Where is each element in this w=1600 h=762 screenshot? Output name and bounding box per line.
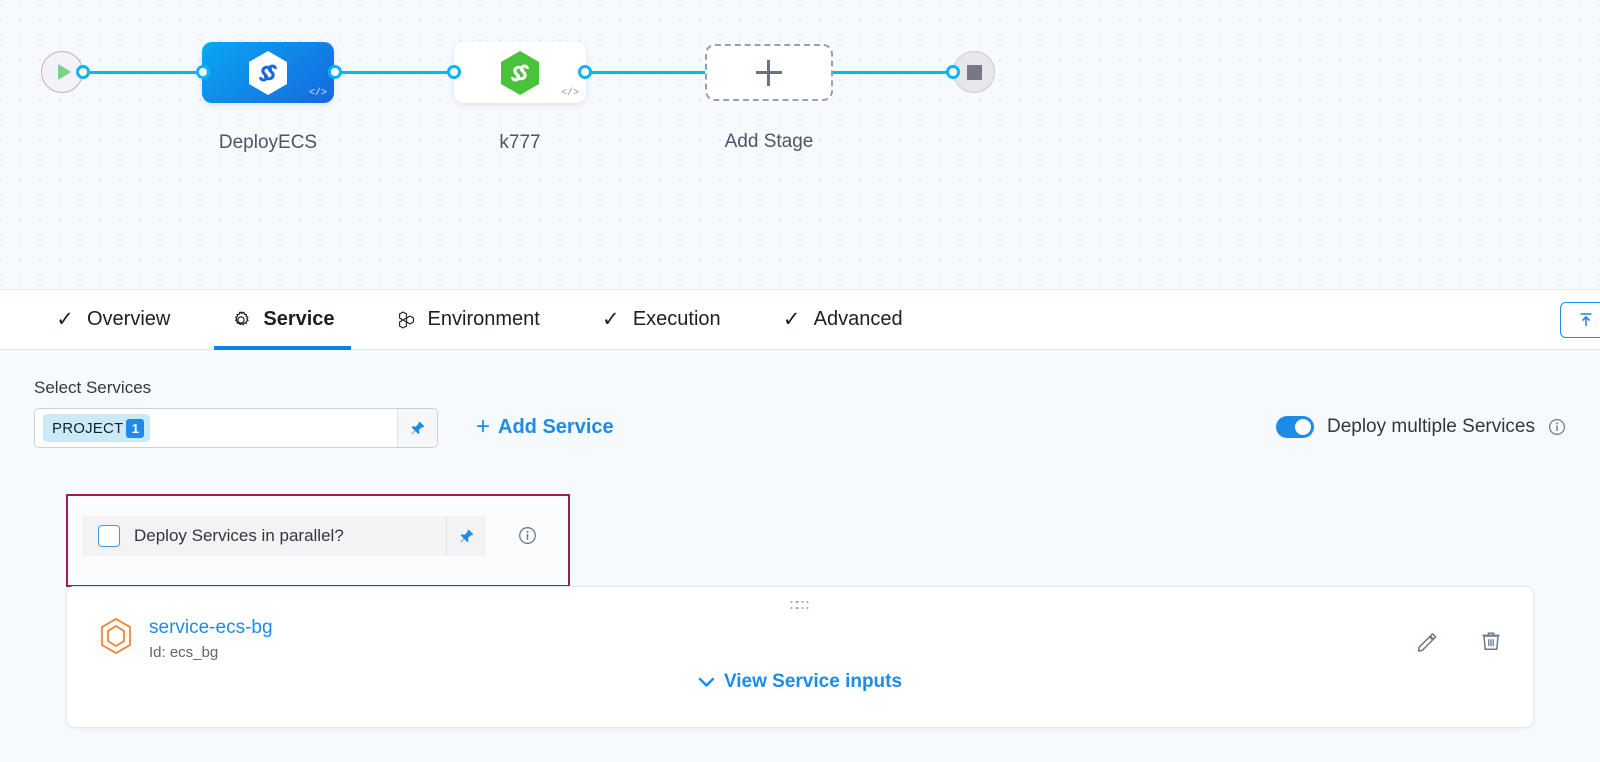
toggle-knob (1294, 419, 1311, 435)
tab-label: Service (263, 308, 335, 330)
add-service-button[interactable]: + Add Service (476, 415, 614, 439)
tab-environment[interactable]: Environment (377, 290, 558, 350)
check-icon: ✓ (782, 308, 801, 331)
selected-service-chip[interactable]: PROJECT 1 (43, 414, 151, 442)
save-as-template-button[interactable]: S (1560, 302, 1600, 338)
deploy-multiple-services-toggle[interactable] (1275, 416, 1314, 438)
pipeline-edge (830, 71, 962, 74)
tab-overview[interactable]: ✓ Overview (36, 290, 188, 350)
tab-label: Advanced (813, 308, 903, 330)
service-card-actions (1415, 629, 1503, 653)
hexagon-cluster-icon (395, 310, 417, 330)
pencil-icon[interactable] (1415, 629, 1439, 653)
harness-hexagon-green-icon (499, 50, 541, 96)
tab-label: Environment (427, 308, 540, 330)
node-port[interactable] (76, 65, 90, 79)
add-stage-button[interactable] (705, 44, 833, 101)
drag-dots-icon[interactable] (790, 601, 810, 610)
service-card: service-ecs-bg Id: ecs_bg View Service i… (66, 586, 1534, 728)
service-hexagon-orange-icon (99, 617, 133, 655)
tab-label: Overview (87, 308, 171, 330)
select-services-label: Select Services (34, 378, 152, 397)
deploy-in-parallel-row[interactable]: Deploy Services in parallel? (82, 516, 486, 556)
check-icon: ✓ (602, 308, 620, 331)
services-multiselect-value[interactable]: PROJECT 1 (35, 414, 397, 442)
stage-label-k777: k777 (499, 132, 541, 153)
stage-node-deployecs[interactable]: </> (202, 42, 334, 103)
node-port[interactable] (447, 65, 461, 79)
view-service-inputs-label: View Service inputs (723, 671, 903, 692)
trash-icon[interactable] (1479, 629, 1503, 653)
plus-icon (756, 59, 782, 86)
node-port[interactable] (196, 65, 210, 79)
service-card-info: service-ecs-bg Id: ecs_bg (99, 617, 273, 661)
play-icon (57, 64, 71, 80)
gear-icon (230, 310, 252, 330)
stage-label-deployecs: DeployECS (218, 132, 318, 153)
node-port[interactable] (578, 65, 592, 79)
add-service-label: Add Service (498, 415, 614, 438)
add-stage-label: Add Stage (724, 131, 814, 152)
select-services-row: PROJECT 1 + Add Service (34, 408, 1566, 448)
service-id-text: Id: ecs_bg (149, 643, 219, 661)
chip-count-badge: 1 (126, 418, 145, 438)
view-service-inputs-button[interactable]: View Service inputs (698, 671, 902, 693)
stop-icon (966, 64, 982, 80)
services-multiselect[interactable]: PROJECT 1 (34, 408, 438, 448)
tab-advanced[interactable]: ✓ Advanced (763, 290, 921, 350)
tab-label: Execution (632, 308, 721, 330)
info-icon[interactable] (1548, 418, 1566, 436)
stage-code-badge[interactable]: </> (560, 88, 579, 99)
plus-icon: + (476, 413, 491, 440)
pipeline-edge (330, 71, 458, 74)
pipeline-canvas[interactable]: </> </> DeployECS k777 Add Stage (0, 0, 1600, 290)
info-icon[interactable] (518, 526, 537, 545)
chip-label: PROJECT (52, 419, 124, 437)
deploy-in-parallel-highlight: Deploy Services in parallel? (66, 494, 570, 587)
service-name-link[interactable]: service-ecs-bg (149, 617, 273, 638)
pin-icon[interactable] (397, 409, 437, 447)
stage-tabs: ✓ Overview Service Environment ✓ Executi… (0, 290, 1600, 350)
stage-node-k777[interactable]: </> (454, 42, 586, 103)
pin-icon[interactable] (446, 517, 486, 555)
deploy-in-parallel-checkbox[interactable] (98, 525, 120, 547)
deploy-in-parallel-label: Deploy Services in parallel? (134, 526, 344, 545)
deploy-multiple-services-row: Deploy multiple Services (1275, 416, 1566, 438)
pipeline-edge (580, 71, 710, 74)
deploy-multiple-services-label: Deploy multiple Services (1326, 416, 1535, 437)
node-port[interactable] (328, 65, 342, 79)
node-port[interactable] (946, 65, 960, 79)
upload-to-line-icon (1577, 311, 1595, 329)
harness-hexagon-icon (247, 50, 289, 96)
tab-execution[interactable]: ✓ Execution (582, 290, 739, 350)
pipeline-edge (78, 71, 208, 74)
check-icon: ✓ (56, 308, 74, 331)
chevron-down-icon (698, 677, 715, 688)
stage-code-badge[interactable]: </> (308, 88, 327, 99)
tab-service[interactable]: Service (212, 290, 352, 350)
